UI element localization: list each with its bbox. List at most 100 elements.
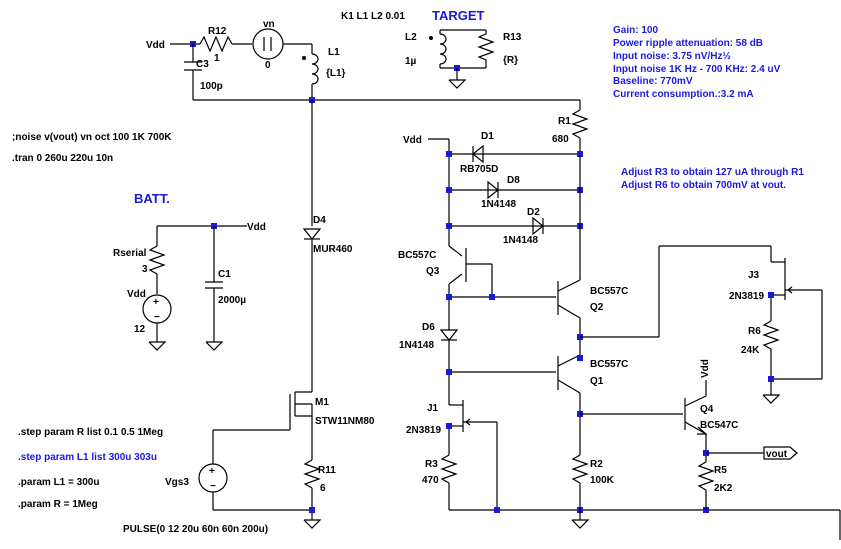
- r2-name: R2: [590, 459, 603, 470]
- r13-name: R13: [503, 32, 522, 43]
- vout-port[interactable]: [763, 446, 798, 460]
- d2-name: D2: [527, 207, 540, 218]
- q3-name: Q3: [426, 266, 440, 277]
- junction: [768, 292, 774, 298]
- d4-value: MUR460: [313, 244, 353, 255]
- voltage-source-vn[interactable]: [252, 28, 284, 60]
- d8-name: D8: [507, 175, 520, 186]
- spec-ripple: Power ripple attenuation: 58 dB: [613, 38, 763, 49]
- param-l1-directive: .param L1 = 300u: [18, 477, 99, 488]
- svg-text:−: −: [210, 481, 216, 492]
- q2-type: BC557C: [590, 286, 628, 297]
- r11-name: R11: [318, 465, 336, 476]
- ground-symbol: [571, 519, 590, 529]
- d2-value: 1N4148: [503, 235, 538, 246]
- junction: [309, 507, 315, 513]
- junction: [577, 355, 583, 361]
- pulse-source-vgs3[interactable]: + −: [198, 463, 228, 493]
- l2-value: 1µ: [405, 56, 417, 67]
- junction: [446, 187, 452, 193]
- resistor-r13[interactable]: [477, 30, 495, 68]
- j1-name: J1: [427, 403, 439, 414]
- spec-gain: Gain: 100: [613, 25, 658, 36]
- vdd-label-batt: Vdd: [247, 222, 266, 233]
- battery-value: 12: [134, 324, 146, 335]
- ground-symbol: [148, 341, 167, 351]
- q4-type: BC547C: [700, 420, 738, 431]
- inductor-l2[interactable]: [429, 33, 447, 65]
- resistor-r5[interactable]: [697, 461, 715, 491]
- note-r3: Adjust R3 to obtain 127 uA through R1: [621, 167, 804, 178]
- pulse-directive: PULSE(0 12 20u 60n 60n 200u): [123, 524, 268, 535]
- vn-name: vn: [263, 19, 275, 30]
- transistor-q2[interactable]: [557, 279, 581, 319]
- ground-symbol: [448, 79, 467, 89]
- c3-name: C3: [196, 59, 209, 70]
- c3-value: 100p: [200, 81, 223, 92]
- resistor-rserial[interactable]: [148, 245, 166, 275]
- transistor-q1[interactable]: [557, 354, 581, 394]
- svg-text:−: −: [154, 312, 160, 323]
- q1-type: BC557C: [590, 359, 628, 370]
- diode-d4[interactable]: [302, 228, 322, 240]
- battery-name: Vdd: [127, 289, 146, 300]
- jfet-j3[interactable]: [771, 258, 822, 300]
- step-l1-directive: .step param L1 list 300u 303u: [18, 452, 157, 463]
- vdd-label-top: Vdd: [146, 40, 165, 51]
- junction: [494, 507, 500, 513]
- spec-noise-density: Input noise: 3.75 nV/Hz½: [613, 51, 731, 62]
- resistor-r1[interactable]: [571, 109, 589, 139]
- j1-value: 2N3819: [406, 425, 441, 436]
- capacitor-c1[interactable]: [205, 281, 223, 289]
- d1-name: D1: [481, 131, 494, 142]
- diode-d2[interactable]: [532, 216, 544, 236]
- d6-value: 1N4148: [399, 340, 434, 351]
- spec-current: Current consumption.:3.2 mA: [613, 89, 754, 100]
- junction: [489, 294, 495, 300]
- l1-name: L1: [328, 47, 340, 58]
- vdd-label-q4: Vdd: [700, 359, 711, 378]
- resistor-r6[interactable]: [762, 320, 780, 350]
- coupling-directive: K1 L1 L2 0.01: [341, 11, 405, 22]
- mosfet-m1[interactable]: [289, 391, 313, 430]
- junction: [446, 423, 452, 429]
- ground-symbol: [205, 341, 224, 351]
- r11-value: 6: [320, 483, 326, 494]
- q3-type: BC557C: [398, 250, 436, 261]
- diode-d6[interactable]: [439, 329, 459, 341]
- diode-d8[interactable]: [487, 180, 499, 200]
- junction: [446, 223, 452, 229]
- junction: [577, 151, 583, 157]
- step-r-directive: .step param R list 0.1 0.5 1Meg: [18, 427, 163, 438]
- q4-name: Q4: [700, 404, 714, 415]
- resistor-r12[interactable]: [199, 35, 233, 53]
- d6-name: D6: [422, 322, 435, 333]
- r5-value: 2K2: [714, 483, 733, 494]
- r12-value: 1: [214, 53, 220, 64]
- vdd-label-amp: Vdd: [403, 135, 422, 146]
- spec-baseline: Baseline: 770mV: [613, 76, 693, 87]
- diode-d1[interactable]: [472, 144, 484, 164]
- spec-noise-band: Input noise 1K Hz - 700 KHz: 2.4 uV: [613, 64, 781, 75]
- transistor-q3[interactable]: [448, 245, 492, 285]
- jfet-j1[interactable]: [449, 400, 497, 432]
- rserial-value: 3: [142, 264, 148, 275]
- r3-name: R3: [425, 459, 438, 470]
- resistor-r2[interactable]: [571, 454, 589, 484]
- m1-value: STW11NM80: [315, 416, 375, 427]
- resistor-r3[interactable]: [440, 454, 458, 484]
- svg-text:+: +: [153, 297, 159, 308]
- note-r6: Adjust R6 to obtain 700mV at vout.: [621, 180, 786, 191]
- m1-name: M1: [315, 397, 329, 408]
- r1-name: R1: [558, 116, 571, 127]
- noise-directive: ;noise v(vout) vn oct 100 1K 700K: [12, 132, 172, 143]
- r12-name: R12: [208, 26, 227, 37]
- inductor-l1[interactable]: [302, 53, 319, 85]
- battery-source-vdd[interactable]: + −: [142, 294, 172, 324]
- l2-name: L2: [405, 32, 417, 43]
- q1-name: Q1: [590, 376, 604, 387]
- ground-symbol: [303, 519, 322, 529]
- vn-value: 0: [265, 60, 271, 71]
- resistor-r11[interactable]: [303, 459, 321, 489]
